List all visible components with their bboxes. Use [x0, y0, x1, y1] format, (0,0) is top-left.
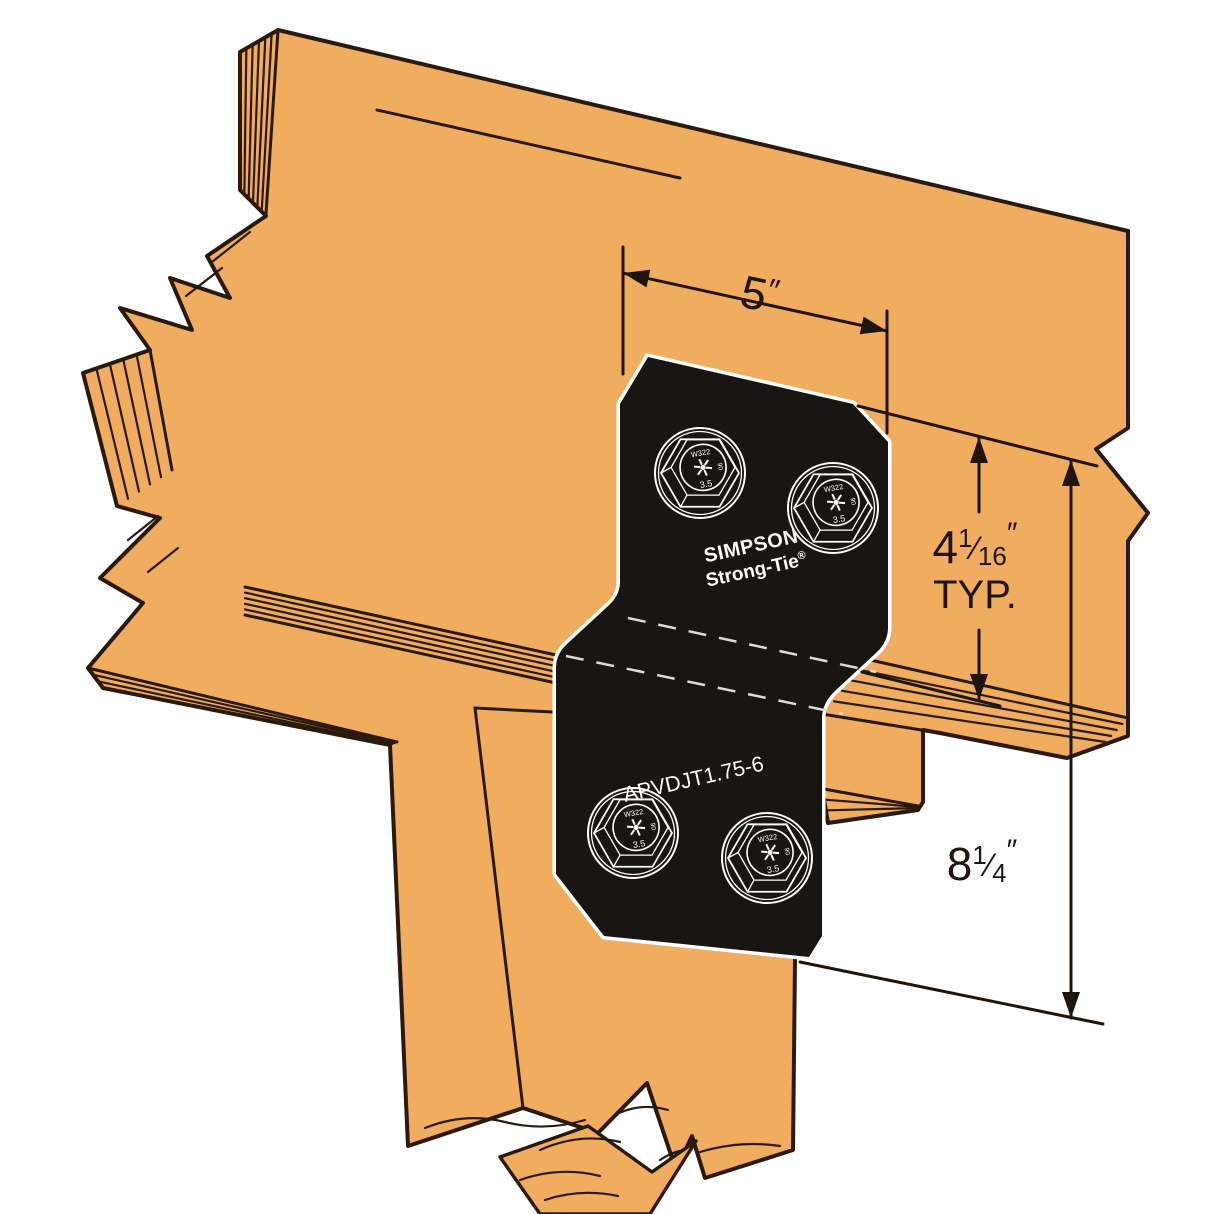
label-typ: TYP.: [933, 573, 1017, 617]
bolt-bottom-marking: 3.5: [699, 478, 713, 490]
plate-bend-line-lower: [565, 654, 844, 716]
broken-wood-splinter: [498, 1124, 698, 1214]
break-grain-lines: [423, 1105, 782, 1202]
bolt-side-marking: 90: [716, 462, 724, 471]
bolt-top-marking: W322: [757, 832, 778, 844]
lamination-stripes: [91, 32, 1124, 812]
arrowhead-up: [1062, 460, 1080, 486]
arrowhead-right: [859, 316, 887, 335]
bolt-top-marking: W322: [623, 807, 644, 819]
bolt-icon: W322 3.590: [654, 427, 746, 519]
bolt-side-marking: 90: [849, 497, 857, 506]
wood-edge-lines: [86, 28, 1130, 1110]
bolt-bottom-marking: 3.5: [766, 863, 780, 875]
plate-body: [552, 353, 892, 961]
bolt-icon: W322 3.590: [787, 462, 879, 554]
bolt-icon: W322 3.590: [587, 787, 679, 879]
bolt-side-marking: 90: [783, 847, 791, 856]
arrowhead-down: [970, 674, 988, 700]
dimension-annotations: 5″ 41⁄16″ TYP. 81⁄4″: [621, 245, 1105, 1026]
bolt-bottom-marking: 3.5: [832, 513, 846, 525]
bolt-top-marking: W322: [823, 482, 844, 494]
arrowhead-up: [970, 437, 988, 463]
dimension-flange-height: 41⁄16″ TYP.: [856, 404, 1099, 708]
arrowhead-down: [1062, 992, 1080, 1018]
plate-bend-line-upper: [627, 616, 877, 674]
bolt-icon: W322 3.590: [721, 812, 813, 904]
bolt-side-marking: 90: [649, 822, 657, 831]
label-lower-height: 81⁄4″: [947, 834, 1018, 890]
label-top-width: 5″: [736, 265, 783, 324]
bolt-bottom-marking: 3.5: [632, 838, 646, 850]
bolt-top-marking: W322: [690, 447, 711, 459]
arrowhead-left: [623, 269, 651, 288]
